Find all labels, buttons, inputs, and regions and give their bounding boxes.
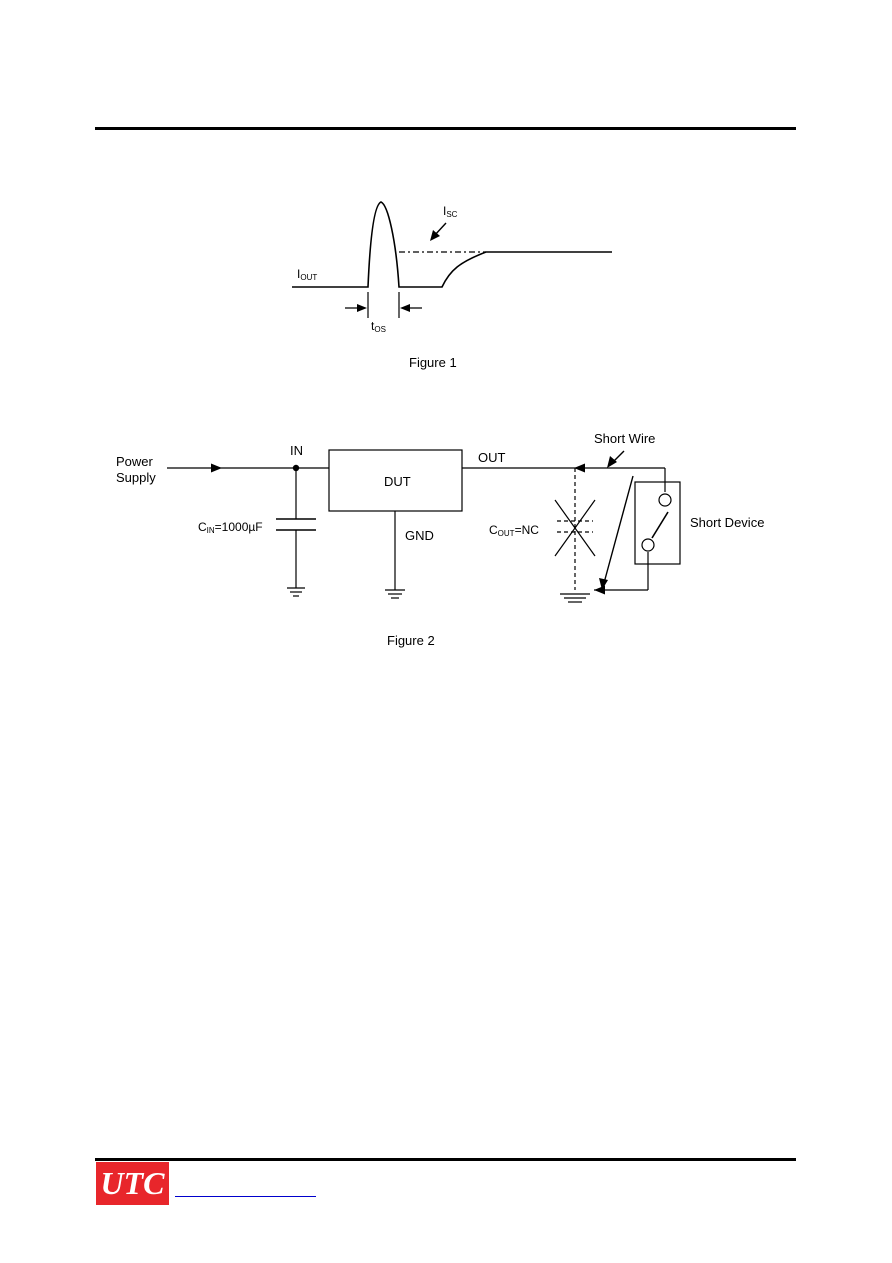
switch-contact-bottom [641,538,655,552]
cout-label: COUT=NC [489,523,539,538]
out-arrow [574,463,585,473]
switch-blade [651,511,669,539]
power-supply-label-1: Power [116,454,154,469]
short-device-box [634,481,681,565]
footer-link-underline[interactable] [175,1196,316,1197]
in-node [292,464,300,472]
isc-arrowhead [430,230,440,241]
utc-logo: UTC [96,1162,169,1205]
isc-label: ISC [443,204,458,219]
in-label: IN [290,443,303,458]
figure-2-schematic: Power Supply IN DUT OUT GND CIN=1000µF C… [116,431,764,648]
cin-label: CIN=1000µF [198,520,263,535]
gnd-label: GND [405,528,434,543]
power-supply-label-2: Supply [116,470,156,485]
figure-1-caption: Figure 1 [409,355,457,370]
figure-1-waveform: IOUT ISC tOS Figure 1 [292,201,612,370]
header-rule [95,127,796,130]
iout-waveform [292,201,612,288]
supply-arrow [211,463,222,473]
cout-cross-b [554,499,596,557]
short-wire-label: Short Wire [594,431,655,446]
footer-rule [95,1158,796,1161]
short-wire-diagonal [603,475,634,584]
dut-label: DUT [384,474,411,489]
tos-right-arrowhead [400,304,410,312]
tos-left-arrowhead [357,304,367,312]
iout-label: IOUT [297,267,317,282]
figure-2-caption: Figure 2 [387,633,435,648]
tos-label: tOS [371,319,386,334]
short-wire-arrowhead-1 [607,456,617,468]
short-device-label: Short Device [690,515,764,530]
switch-contact-top [658,493,672,507]
out-label: OUT [478,450,506,465]
short-wire-arrowhead-2 [599,578,608,590]
